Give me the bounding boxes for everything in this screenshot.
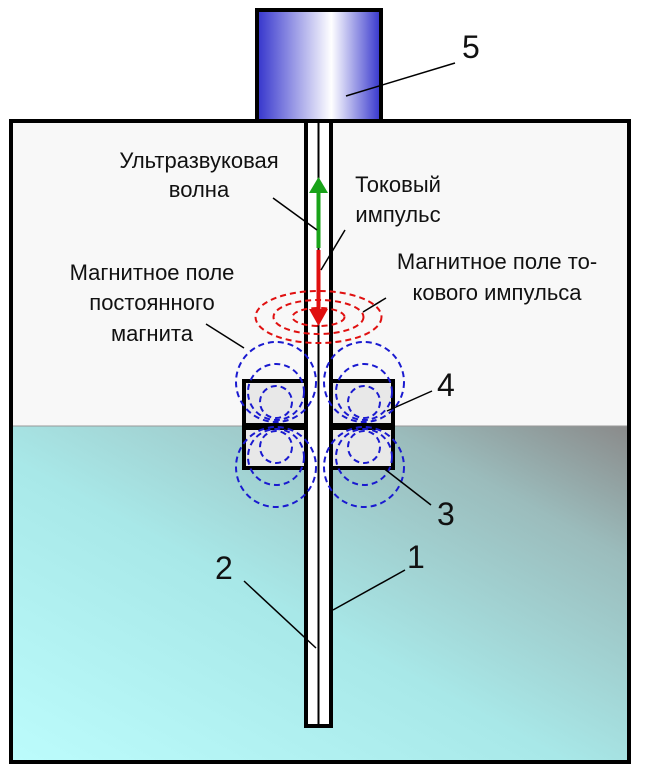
ultrasonic-arrow	[309, 177, 328, 248]
leader-magnet-field	[205, 323, 245, 349]
current-label-line2: импульс	[355, 202, 440, 227]
leader-current	[320, 229, 346, 271]
magnet-field-label-line2: постоянного	[89, 290, 214, 315]
field-ring	[323, 426, 405, 508]
field-ring	[247, 363, 305, 421]
field-ring	[235, 341, 317, 423]
magnet-field-lines	[235, 341, 405, 508]
leader-lines	[205, 62, 456, 649]
field-ring	[347, 385, 381, 419]
field-ring	[347, 430, 381, 464]
sensor-head	[255, 8, 383, 123]
magnet-field-label-line3: магнита	[111, 321, 194, 346]
ultrasonic-label-line1: Ультразвуковая	[119, 148, 278, 173]
leader-pulse-field	[362, 297, 387, 313]
pulse-field-label-line2: кового импульса	[412, 280, 582, 305]
magnet-field-label-line1: Магнитное поле	[70, 260, 235, 285]
callout-3: 3	[437, 496, 455, 532]
field-ring	[259, 430, 293, 464]
field-ring	[235, 426, 317, 508]
current-label-line1: Токовый	[355, 172, 441, 197]
leader-ultrasonic	[272, 197, 318, 231]
current-arrow	[309, 250, 328, 326]
field-ring	[259, 385, 293, 419]
pulse-ring	[254, 290, 383, 344]
callout-4: 4	[437, 367, 455, 403]
pulse-field-label-line1: Магнитное поле то-	[397, 249, 597, 274]
field-ring	[335, 428, 393, 486]
callout-1: 1	[407, 539, 425, 575]
field-ring	[323, 341, 405, 423]
magnet-top-right	[329, 379, 395, 427]
callout-5: 5	[462, 29, 480, 65]
field-ring	[247, 428, 305, 486]
pulse-ring	[291, 307, 346, 327]
field-ring	[335, 363, 393, 421]
leader-3	[381, 466, 432, 506]
leader-2	[243, 580, 317, 649]
leader-5	[345, 62, 456, 97]
leader-4	[386, 390, 433, 412]
ultrasonic-label-line2: волна	[169, 177, 230, 202]
leader-1	[332, 569, 406, 611]
callout-2: 2	[215, 550, 233, 586]
